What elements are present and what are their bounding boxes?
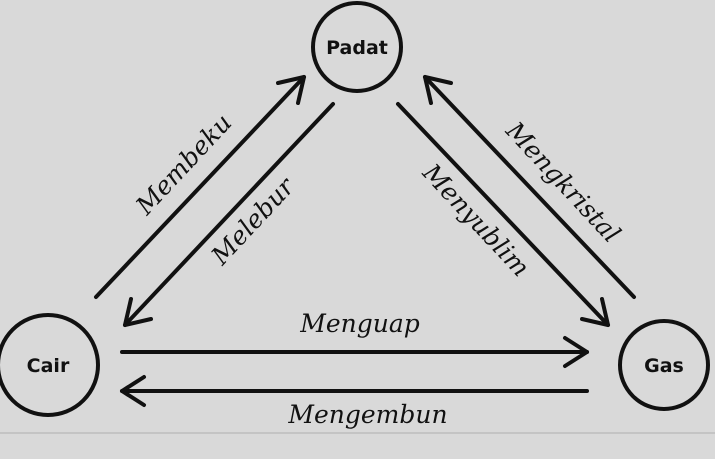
arrow-membeku [94, 75, 306, 299]
node-padat-circle [311, 1, 403, 93]
arrow-mengkristal [423, 75, 636, 299]
node-cair-label: Cair [27, 355, 70, 377]
label-mengembun: Mengembun [287, 400, 447, 429]
label-melebur: Melebur [205, 171, 301, 271]
arrow-menguap [120, 336, 589, 368]
node-cair: Cair [0, 313, 100, 417]
node-gas-circle [618, 319, 710, 411]
arrow-melebur [123, 102, 335, 327]
node-gas-label: Gas [644, 355, 684, 377]
node-cair-circle [0, 313, 100, 417]
label-menguap: Menguap [299, 309, 420, 338]
node-padat: Padat [311, 1, 403, 93]
node-gas: Gas [618, 319, 710, 411]
arrow-menyublim [396, 102, 610, 327]
node-padat-label: Padat [326, 37, 388, 59]
arrow-mengembun [120, 375, 589, 407]
